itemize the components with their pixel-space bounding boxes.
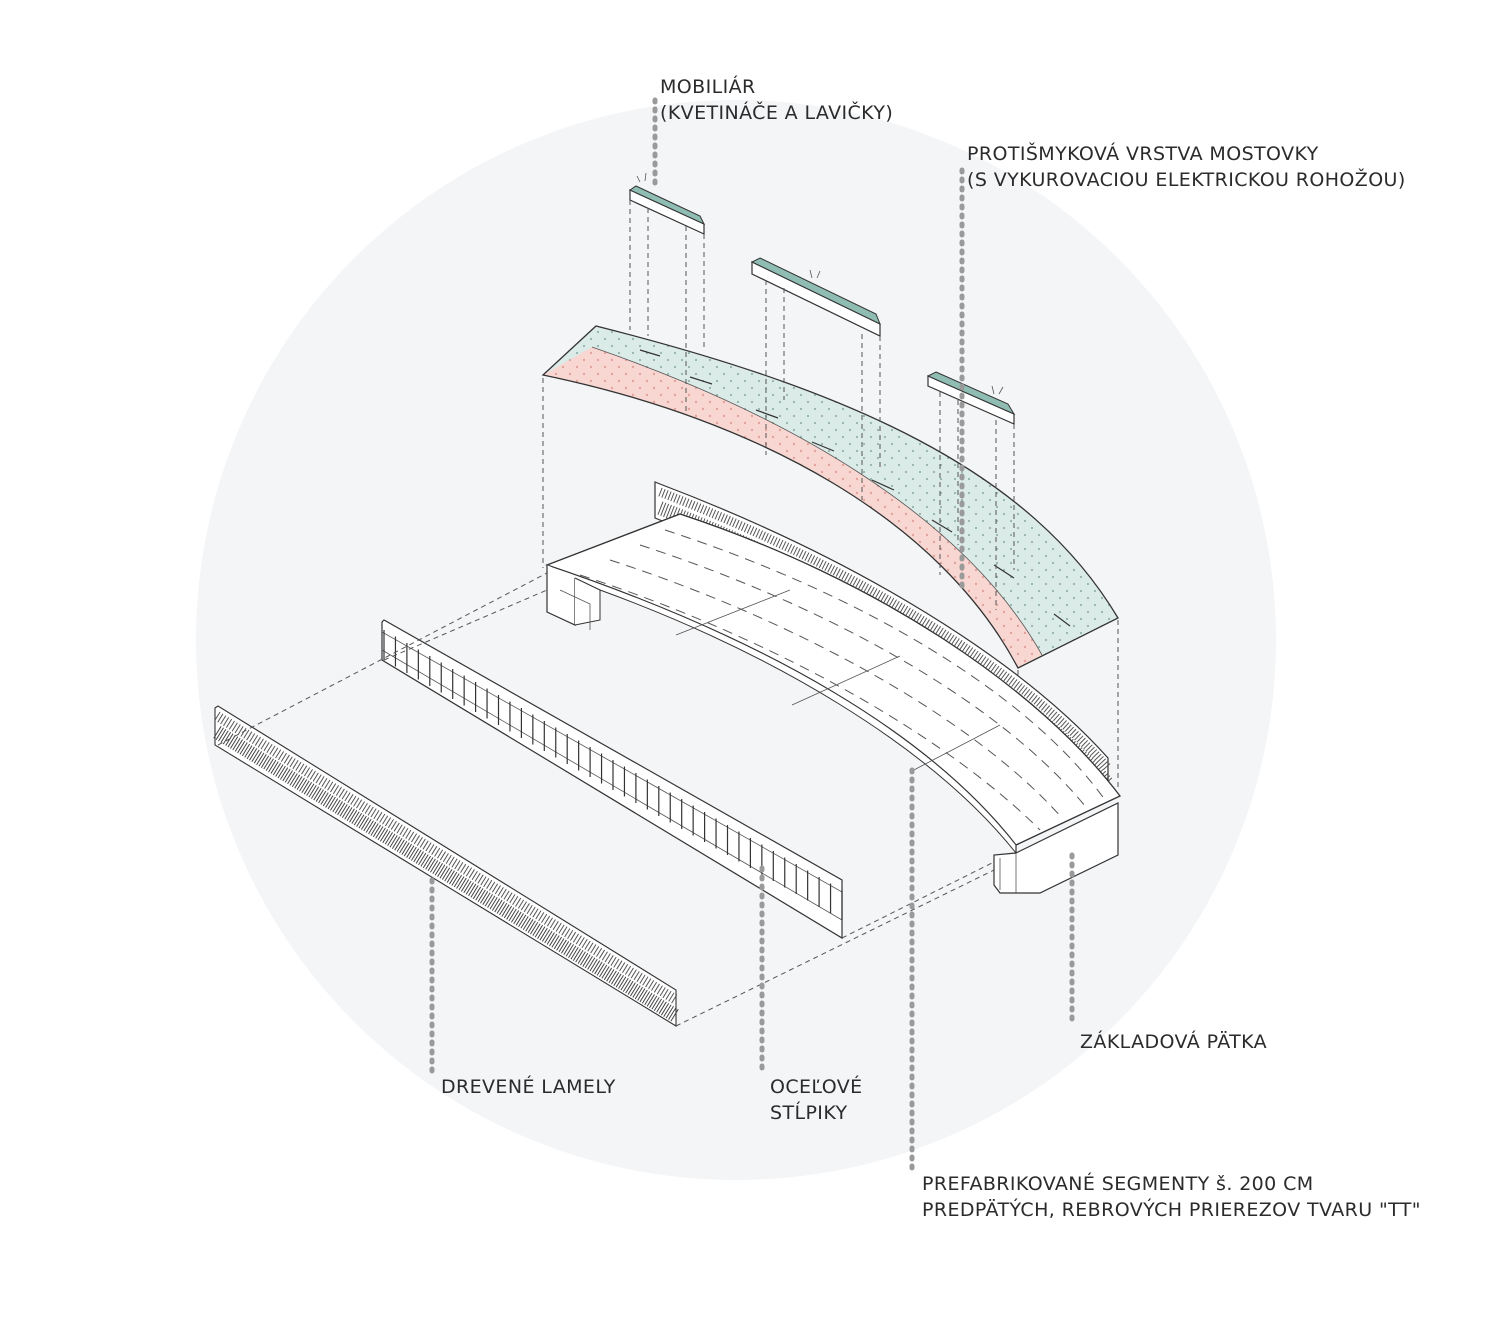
wooden-slats	[213, 705, 680, 1027]
label-ocelove-line1: OCEĽOVÉ	[770, 1076, 863, 1098]
label-protismykova-vrstva: PROTIŠMYKOVÁ VRSTVA MOSTOVKY (S VYKUROVA…	[967, 141, 1406, 193]
label-protismykova-line1: PROTIŠMYKOVÁ VRSTVA MOSTOVKY	[967, 143, 1319, 165]
leader-lines	[429, 97, 1075, 1178]
label-zakladova-line1: ZÁKLADOVÁ PÄTKA	[1080, 1031, 1268, 1053]
label-protismykova-line2: (S VYKUROVACIOU ELEKTRICKOU ROHOŽOU)	[967, 169, 1406, 191]
label-mobiliar-line2: (KVETINÁČE A LAVIČKY)	[660, 102, 894, 124]
bridge-structure	[545, 481, 1122, 894]
label-mobiliar: MOBILIÁR (KVETINÁČE A LAVIČKY)	[660, 74, 893, 126]
deck-surface-layer	[541, 325, 1119, 669]
planter-3	[926, 371, 1016, 425]
steel-posts-railing	[381, 619, 843, 940]
label-prefabrikovane-segmenty: PREFABRIKOVANÉ SEGMENTY š. 200 CM PREDPÄ…	[922, 1171, 1421, 1223]
planter-1	[628, 172, 706, 235]
label-ocelove-stlpiky: OCEĽOVÉ STĹPIKY	[770, 1074, 863, 1126]
label-zakladova-patka: ZÁKLADOVÁ PÄTKA	[1080, 1029, 1267, 1055]
planter-2	[750, 257, 881, 337]
label-drevene-line1: DREVENÉ LAMELY	[441, 1076, 616, 1098]
label-prefabrikovane-line1: PREFABRIKOVANÉ SEGMENTY š. 200 CM	[922, 1173, 1314, 1195]
label-ocelove-line2: STĹPIKY	[770, 1102, 848, 1124]
label-drevene-lamely: DREVENÉ LAMELY	[441, 1074, 616, 1100]
label-mobiliar-line1: MOBILIÁR	[660, 76, 756, 98]
label-prefabrikovane-line2: PREDPÄTÝCH, REBROVÝCH PRIEREZOV TVARU "T…	[922, 1199, 1421, 1221]
